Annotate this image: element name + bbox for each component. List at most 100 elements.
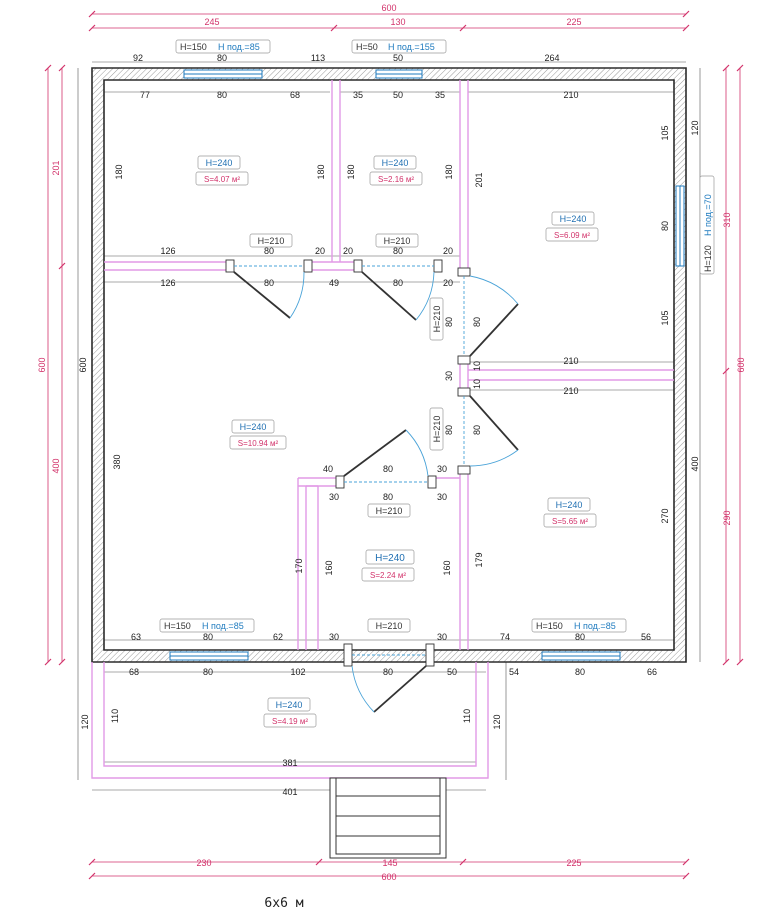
room4-area: S=10.94 м² [238, 439, 279, 448]
room3-area: S=6.09 м² [554, 231, 590, 240]
dim-porch-top-7: 80 [575, 667, 585, 677]
dim-r2-bot-2: 80 [393, 246, 403, 256]
dim-door-v-6: 80 [444, 425, 454, 435]
dim-top-b: 130 [390, 17, 405, 27]
dim-porch-top-2: 80 [203, 667, 213, 677]
doors [225, 259, 519, 713]
dim-hall-top-4: 80 [393, 278, 403, 288]
dim-r1-top-1: 77 [140, 90, 150, 100]
dim-r2-bot-3: 20 [443, 246, 453, 256]
dimension-lines-red [47, 13, 741, 877]
dim-r2-top-3: 35 [435, 90, 445, 100]
dim-door-v-1: 80 [444, 317, 454, 327]
door3-h: H=210 [432, 306, 442, 333]
room2-area: S=2.16 м² [378, 175, 414, 184]
dim-left-overall: 600 [37, 357, 47, 372]
dim-r1-top-3: 68 [290, 90, 300, 100]
room4-height: H=240 [240, 422, 267, 432]
dim-r1-left: 180 [114, 164, 124, 179]
dim-r2-top-2: 50 [393, 90, 403, 100]
dim-r1-bot-2: 80 [264, 246, 274, 256]
door6-h: H=210 [376, 621, 403, 631]
dim-bath-in-2: 80 [383, 492, 393, 502]
windows [169, 69, 685, 661]
dim-bath-bot-2: 30 [437, 632, 447, 642]
dim-bath-inner-r: 160 [442, 560, 452, 575]
dim-right-b: 290 [722, 510, 732, 525]
dim-door-v-5: 10 [472, 379, 482, 389]
dim-r2-left: 180 [346, 164, 356, 179]
dim-r3-left: 201 [474, 172, 484, 187]
dim-porch-inner-width: 381 [282, 758, 297, 768]
dim-door-v-7: 80 [472, 425, 482, 435]
win-right-h: H=120 [703, 245, 713, 272]
dim-porch-right: 120 [492, 714, 502, 729]
dim-hall-left-outer: 600 [78, 357, 88, 372]
dim-hall-bot-1: 63 [131, 632, 141, 642]
dim-r5-bot-3: 56 [641, 632, 651, 642]
dim-r3-top: 210 [563, 90, 578, 100]
dim-r2-top-1: 35 [353, 90, 363, 100]
plan-caption: 6x6 м [264, 896, 303, 911]
dim-bottom-c: 225 [566, 858, 581, 868]
dim-r3-bot: 210 [563, 356, 578, 366]
dim-right-overall: 600 [736, 357, 746, 372]
win-bot1-sill: H под.=85 [202, 621, 244, 631]
room3-height: H=240 [560, 214, 587, 224]
dim-hall-top-5: 20 [443, 278, 453, 288]
room1-height: H=240 [206, 158, 233, 168]
dim-left-a: 201 [51, 160, 61, 175]
door1-h: H=210 [258, 236, 285, 246]
room6-height: H=240 [375, 553, 405, 564]
dim-r2-right: 180 [444, 164, 454, 179]
dim-outer-top-1: 92 [133, 53, 143, 63]
dim-top-a: 245 [204, 17, 219, 27]
exterior-walls [91, 67, 687, 663]
dim-r1-bot-3: 20 [315, 246, 325, 256]
dim-bath-top-3: 30 [437, 464, 447, 474]
dim-r3-right-a: 105 [660, 125, 670, 140]
room1-area: S=4.07 м² [204, 175, 240, 184]
dim-bath-inner-l: 160 [324, 560, 334, 575]
win-right-sill: H под.=70 [703, 194, 713, 236]
dim-r3-right-b: 105 [660, 310, 670, 325]
dim-bath-top-1: 40 [323, 464, 333, 474]
dim-right-outer-b: 400 [690, 456, 700, 471]
door5-h: H=210 [376, 506, 403, 516]
room6-area: S=2.24 м² [370, 571, 406, 580]
dim-hall-bot-2: 80 [203, 632, 213, 642]
dim-r1-right: 180 [316, 164, 326, 179]
dim-bath-in-1: 30 [329, 492, 339, 502]
dim-outer-top-5: 264 [544, 53, 559, 63]
dim-right-a: 310 [722, 212, 732, 227]
dim-bath-left: 170 [294, 558, 304, 573]
dim-hall-top-2: 80 [264, 278, 274, 288]
dim-door-v-4: 10 [472, 361, 482, 371]
win-top1-h: H=150 [180, 42, 207, 52]
dim-outer-top-2: 80 [217, 53, 227, 63]
dim-bath-bot-1: 30 [329, 632, 339, 642]
dim-bottom-b: 145 [382, 858, 397, 868]
dimension-ticks-red [44, 10, 744, 880]
dim-porch-top-8: 66 [647, 667, 657, 677]
win-bot1-h: H=150 [164, 621, 191, 631]
door2-h: H=210 [384, 236, 411, 246]
dim-porch-in-r: 110 [462, 709, 472, 723]
dim-outer-top-3: 113 [311, 53, 325, 63]
dim-r5-bot-2: 80 [575, 632, 585, 642]
dim-bottom-a: 230 [196, 858, 211, 868]
dim-hall-left: 380 [112, 454, 122, 469]
porch-stairs [329, 777, 447, 859]
dim-r5-top: 210 [563, 386, 578, 396]
dim-porch-top-5: 50 [447, 667, 457, 677]
dim-top-overall: 600 [381, 3, 396, 13]
interior-partitions [104, 80, 674, 650]
dim-porch-outer-width: 401 [282, 787, 297, 797]
dim-bath-in-3: 30 [437, 492, 447, 502]
win-top2-sill: H под.=155 [388, 42, 435, 52]
dim-hall-top-3: 49 [329, 278, 339, 288]
dim-hall-bot-3: 62 [273, 632, 283, 642]
dim-porch-top-6: 54 [509, 667, 519, 677]
win-bot2-h: H=150 [536, 621, 563, 631]
